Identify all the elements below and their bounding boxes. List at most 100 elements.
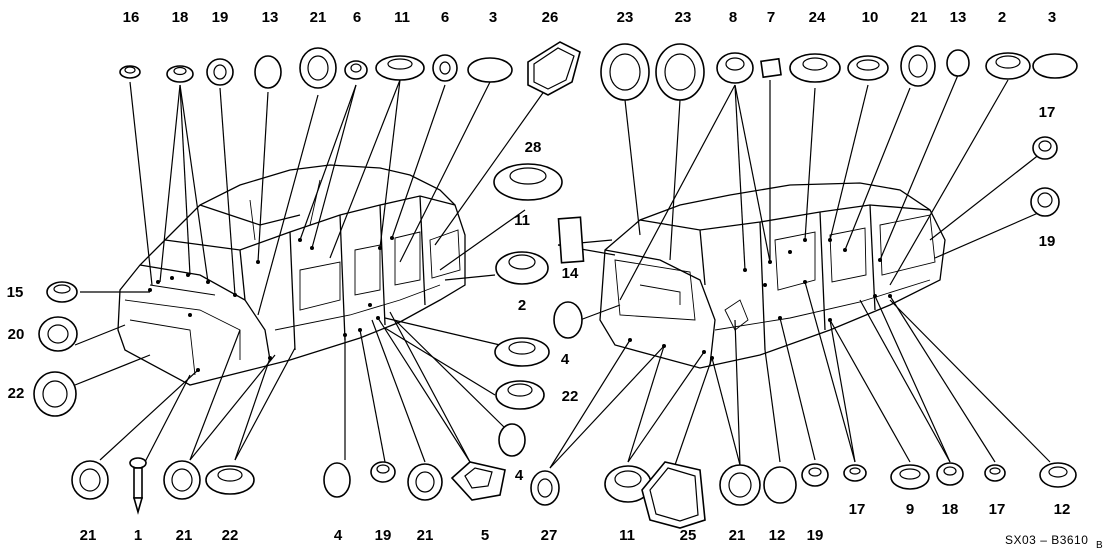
- callout-18: 18: [172, 9, 189, 26]
- callout-28: 28: [525, 139, 542, 156]
- callout-18: 18: [942, 501, 959, 518]
- callout-16: 16: [123, 9, 140, 26]
- right-column-parts: [1030, 136, 1060, 217]
- callout-13: 13: [262, 9, 279, 26]
- callout-10: 10: [862, 9, 879, 26]
- callout-3: 3: [1048, 9, 1056, 26]
- callout-25: 25: [680, 527, 697, 544]
- grommet-icon: [493, 163, 563, 201]
- grommet-icon: [719, 464, 761, 506]
- bottom-row-parts: [71, 457, 1077, 529]
- grommet-icon: [936, 462, 964, 486]
- grommet-icon: [600, 43, 650, 101]
- callout-8: 8: [729, 9, 737, 26]
- square-pad-icon: [557, 216, 585, 264]
- callout-23: 23: [617, 9, 634, 26]
- grommet-icon: [604, 465, 652, 503]
- callout-2: 2: [998, 9, 1006, 26]
- clip-nut-icon: [984, 464, 1006, 482]
- grommet-icon: [407, 463, 443, 501]
- callout-17: 17: [1039, 104, 1056, 121]
- plug-icon: [763, 466, 797, 504]
- leader-lines: [74, 74, 1051, 469]
- grommet-icon: [1030, 187, 1060, 217]
- callout-5: 5: [481, 527, 489, 544]
- grommet-icon: [495, 251, 549, 285]
- callout-12: 12: [769, 527, 786, 544]
- callout-17: 17: [989, 501, 1006, 518]
- callout-24: 24: [809, 9, 826, 26]
- callout-19: 19: [1039, 233, 1056, 250]
- grommet-icon: [375, 55, 425, 81]
- callout-4: 4: [561, 351, 570, 368]
- plug-icon: [323, 462, 351, 498]
- callout-14: 14: [562, 265, 579, 282]
- grommet-icon: [166, 65, 194, 83]
- grommet-icon: [530, 470, 560, 506]
- grommet-icon: [38, 316, 78, 352]
- callout-19: 19: [212, 9, 229, 26]
- grommet-icon: [206, 58, 234, 86]
- grommet-icon: [801, 463, 829, 487]
- callout-26: 26: [542, 9, 559, 26]
- left-car-body: [117, 164, 466, 386]
- grommet-icon: [900, 45, 936, 87]
- plug-icon: [1032, 53, 1078, 79]
- callout-17: 17: [849, 501, 866, 518]
- grommet-icon: [205, 465, 255, 495]
- clip-bolt-icon: [129, 457, 147, 515]
- callout-1: 1: [134, 527, 142, 544]
- callout-9: 9: [906, 501, 914, 518]
- callout-21: 21: [911, 9, 928, 26]
- callout-12: 12: [1054, 501, 1071, 518]
- callout-19: 19: [807, 527, 824, 544]
- grommet-icon: [370, 461, 396, 483]
- callout-4: 4: [515, 467, 524, 484]
- grommet-icon: [655, 43, 705, 101]
- callout-21: 21: [417, 527, 434, 544]
- callout-6: 6: [441, 9, 449, 26]
- callout-27: 27: [541, 527, 558, 544]
- grommet-icon: [843, 464, 867, 482]
- drawing-code-text: SX03 – B3610: [1005, 533, 1088, 547]
- right-car-body: [599, 182, 946, 369]
- grommet-icon: [119, 65, 141, 79]
- grommet-icon: [46, 281, 78, 303]
- callout-22: 22: [8, 385, 25, 402]
- callout-22: 22: [222, 527, 239, 544]
- grommet-icon: [495, 380, 545, 410]
- callout-15: 15: [7, 284, 24, 301]
- callout-6: 6: [353, 9, 361, 26]
- drawing-code: SX03 – B3610 B: [1005, 533, 1103, 551]
- grommet-icon: [847, 55, 889, 81]
- callout-3: 3: [489, 9, 497, 26]
- seal-pad-icon: [527, 41, 581, 96]
- callout-2: 2: [518, 297, 526, 314]
- plug-icon: [553, 301, 583, 339]
- plug-icon: [498, 423, 526, 457]
- callout-21: 21: [176, 527, 193, 544]
- grommet-icon: [299, 47, 337, 89]
- plug-icon: [946, 49, 970, 77]
- grommet-icon: [494, 337, 550, 367]
- grommet-icon: [71, 460, 109, 500]
- callout-20: 20: [8, 326, 25, 343]
- grommet-icon: [1032, 136, 1058, 160]
- top-row-parts: [119, 41, 1078, 101]
- square-plug-icon: [760, 57, 782, 79]
- grommet-icon: [344, 60, 368, 80]
- callout-labels: 16 18 19 13 21 6 11 6 3 26 23 23 8 7 24 …: [7, 9, 1071, 544]
- callout-21: 21: [729, 527, 746, 544]
- callout-11: 11: [394, 9, 410, 26]
- grommet-icon: [890, 464, 930, 490]
- center-parts: [493, 163, 585, 457]
- callout-11: 11: [619, 527, 635, 544]
- callout-21: 21: [80, 527, 97, 544]
- grommet-icon: [33, 371, 77, 417]
- left-side-parts: [33, 281, 78, 417]
- callout-11: 11: [514, 212, 530, 229]
- callout-7: 7: [767, 9, 775, 26]
- grommet-icon: [985, 52, 1031, 80]
